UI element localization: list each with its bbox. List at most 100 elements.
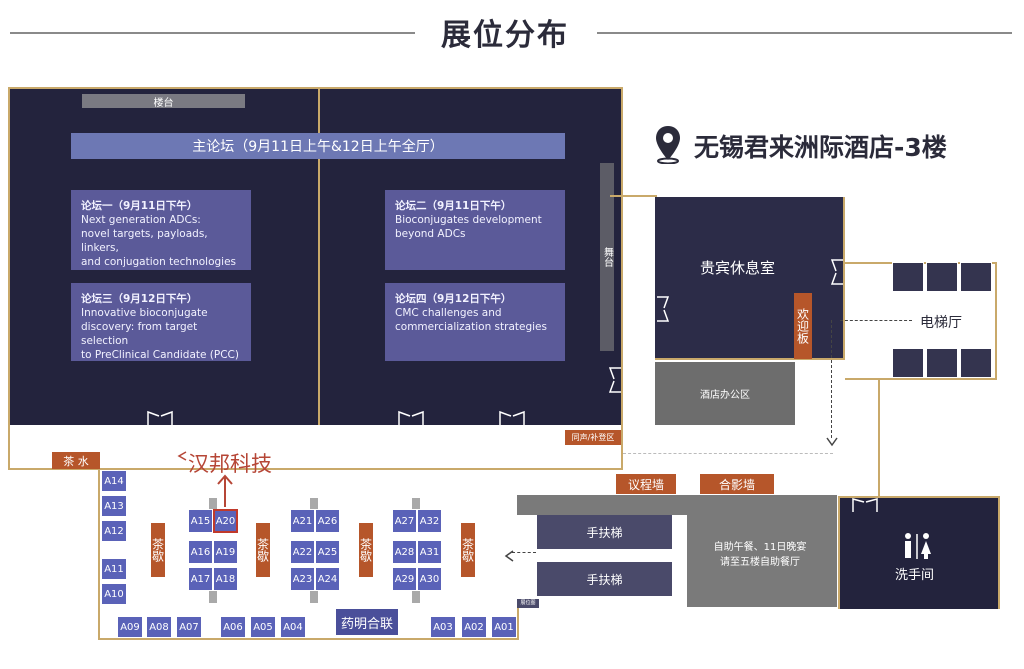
booth-a11[interactable]: A11 bbox=[101, 558, 127, 580]
hall-outline bbox=[8, 87, 623, 470]
pillar bbox=[412, 591, 420, 603]
forum-3: 论坛三（9月12日下午） Innovative bioconjugate dis… bbox=[71, 283, 251, 361]
booth-a13[interactable]: A13 bbox=[101, 495, 127, 517]
tea-break-label: 茶歇 bbox=[358, 538, 373, 562]
gold-wall bbox=[878, 378, 880, 496]
tea-break-1: 茶歇 bbox=[151, 523, 165, 577]
booth-a17[interactable]: A17 bbox=[188, 567, 213, 591]
booth-a01[interactable]: A01 bbox=[491, 616, 517, 638]
booth-a02[interactable]: A02 bbox=[461, 616, 487, 638]
hall-divider bbox=[318, 89, 320, 425]
highlight-arrow-icon bbox=[215, 474, 235, 508]
gold-wall bbox=[998, 496, 1000, 609]
booth-a19[interactable]: A19 bbox=[213, 540, 238, 564]
dashed-arrow-left-icon bbox=[176, 447, 188, 461]
booth-a07[interactable]: A07 bbox=[176, 616, 202, 638]
hotel-office: 酒店办公区 bbox=[655, 362, 795, 425]
booth-a30[interactable]: A30 bbox=[417, 567, 442, 591]
forum-2-title: 论坛二（9月11日下午） bbox=[395, 200, 512, 212]
booth-a22[interactable]: A22 bbox=[290, 540, 315, 564]
highlight-label: 汉邦科技 bbox=[188, 452, 272, 476]
title-line-right bbox=[597, 32, 1012, 34]
stage-right: 舞台 bbox=[600, 163, 614, 351]
pillar bbox=[412, 498, 420, 510]
elevator bbox=[960, 348, 992, 378]
tea-break-label: 茶歇 bbox=[150, 538, 165, 562]
forum-1-line: novel targets, payloads, linkers, bbox=[81, 228, 208, 254]
pillar bbox=[310, 591, 318, 603]
booth-a27[interactable]: A27 bbox=[392, 509, 417, 533]
elevator bbox=[892, 348, 924, 378]
forum-1-line: Next generation ADCs: bbox=[81, 214, 201, 226]
corridor-top-line bbox=[623, 453, 833, 454]
tea-break-2: 茶歇 bbox=[256, 523, 270, 577]
booth-a10[interactable]: A10 bbox=[101, 583, 127, 605]
booth-a05[interactable]: A05 bbox=[250, 616, 276, 638]
booth-a23[interactable]: A23 bbox=[290, 567, 315, 591]
booth-a06[interactable]: A06 bbox=[220, 616, 246, 638]
door-icon bbox=[656, 295, 670, 323]
stage-right-label: 舞台 bbox=[601, 247, 613, 267]
arrow-down-icon bbox=[826, 432, 838, 447]
buffet-line-1: 自助午餐、11日晚宴 bbox=[713, 542, 807, 553]
forum-4-title: 论坛四（9月12日下午） bbox=[395, 293, 512, 305]
elevator bbox=[926, 262, 958, 292]
pillar bbox=[209, 591, 217, 603]
welcome-board: 欢迎板 bbox=[794, 293, 812, 359]
booth-a16[interactable]: A16 bbox=[188, 540, 213, 564]
buffet-info: 自助午餐、11日晚宴 请至五楼自助餐厅 bbox=[690, 540, 830, 570]
forum-3-line: to PreClinical Candidate (PCC) bbox=[81, 349, 239, 361]
restroom-icon bbox=[899, 532, 935, 560]
tea-break-label: 茶歇 bbox=[255, 538, 270, 562]
booth-a25[interactable]: A25 bbox=[315, 540, 340, 564]
forum-4-line: CMC challenges and bbox=[395, 307, 502, 319]
elevator bbox=[960, 262, 992, 292]
booth-a28[interactable]: A28 bbox=[392, 540, 417, 564]
corridor-right-wall bbox=[517, 597, 519, 640]
forum-3-line: discovery: from target selection bbox=[81, 321, 198, 347]
door-icon bbox=[146, 410, 174, 432]
door-icon bbox=[608, 366, 622, 394]
dashed-path bbox=[840, 320, 912, 321]
booth-a20-highlight[interactable]: A20 bbox=[213, 509, 238, 533]
pillar bbox=[310, 498, 318, 510]
elevator bbox=[926, 348, 958, 378]
restroom bbox=[838, 496, 1000, 609]
elevator bbox=[892, 262, 924, 292]
forum-3-line: Innovative bioconjugate bbox=[81, 307, 208, 319]
location-pin-icon bbox=[654, 124, 682, 165]
sponsor-booth[interactable]: 药明合联 bbox=[335, 608, 399, 636]
booth-a24[interactable]: A24 bbox=[315, 567, 340, 591]
main-forum: 主论坛（9月11日上午&12日上午全厅） bbox=[71, 133, 565, 159]
elevator-hall-label: 电梯厅 bbox=[920, 315, 962, 331]
dashed-path bbox=[512, 552, 536, 553]
forum-1: 论坛一（9月11日下午） Next generation ADCs: novel… bbox=[71, 190, 251, 270]
agenda-wall: 议程墙 bbox=[616, 474, 676, 494]
tea-break-label: 茶歇 bbox=[460, 538, 475, 562]
location-text: 无锡君来洲际酒店-3楼 bbox=[694, 133, 947, 162]
booth-a18[interactable]: A18 bbox=[213, 567, 238, 591]
booth-a09[interactable]: A09 bbox=[117, 616, 143, 638]
booth-a31[interactable]: A31 bbox=[417, 540, 442, 564]
booth-a15[interactable]: A15 bbox=[188, 509, 213, 533]
small-sign: 展位图 bbox=[517, 599, 539, 608]
arrow-left-icon bbox=[504, 547, 514, 562]
booth-a26[interactable]: A26 bbox=[315, 509, 340, 533]
booth-a32[interactable]: A32 bbox=[417, 509, 442, 533]
restroom-label: 洗手间 bbox=[895, 568, 935, 583]
booth-a03[interactable]: A03 bbox=[430, 616, 456, 638]
booth-a12[interactable]: A12 bbox=[101, 520, 127, 542]
booth-a29[interactable]: A29 bbox=[392, 567, 417, 591]
title-line-left bbox=[10, 32, 415, 34]
vip-lounge-label: 贵宾休息室 bbox=[700, 259, 776, 277]
door-icon bbox=[397, 410, 425, 432]
booth-a04[interactable]: A04 bbox=[280, 616, 306, 638]
booth-a14[interactable]: A14 bbox=[101, 470, 127, 492]
booth-a08[interactable]: A08 bbox=[146, 616, 172, 638]
door-icon bbox=[830, 258, 844, 286]
forum-2: 论坛二（9月11日下午） Bioconjugates development b… bbox=[385, 190, 565, 270]
booth-a21[interactable]: A21 bbox=[290, 509, 315, 533]
tea-break-3: 茶歇 bbox=[359, 523, 373, 577]
corridor-bottom-wall bbox=[98, 638, 518, 640]
forum-4: 论坛四（9月12日下午） CMC challenges and commerci… bbox=[385, 283, 565, 361]
